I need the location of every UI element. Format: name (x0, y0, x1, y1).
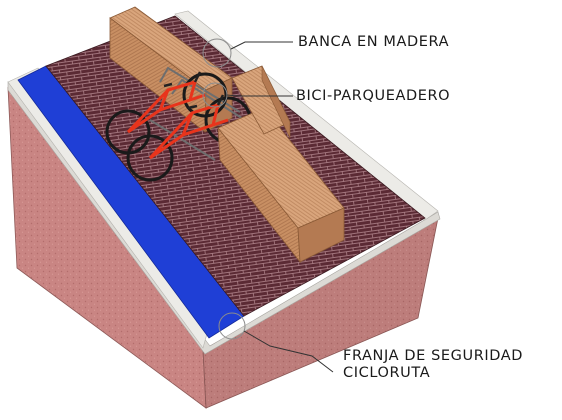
curb-edge (7, 81, 441, 355)
bike-rack-label: BICI-PARQUEADERO (296, 88, 451, 104)
callout-leaders (202, 38, 334, 373)
safety-strip-label-line2: CICLORUTA (343, 365, 431, 381)
safety-strip-label-line1: FRANJA DE SEGURIDAD (343, 348, 524, 364)
safety-strip-label: FRANJA DE SEGURIDAD CICLORUTA (343, 348, 523, 382)
bench-label: BANCA EN MADERA (298, 34, 450, 50)
